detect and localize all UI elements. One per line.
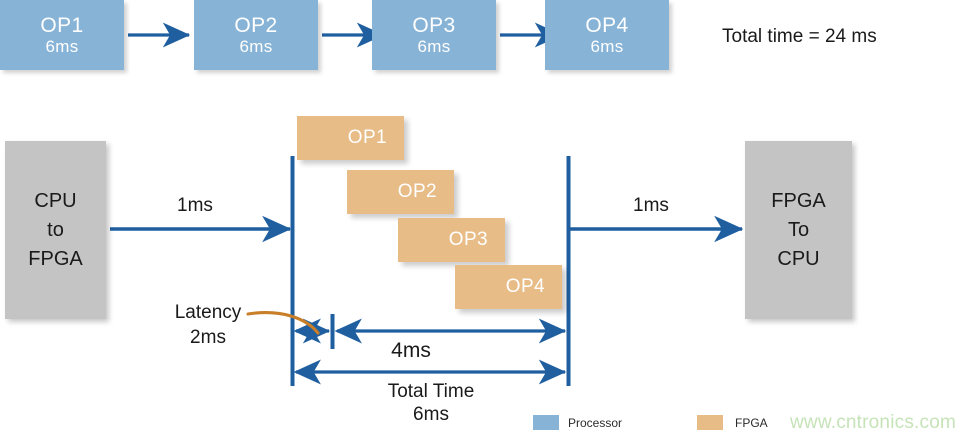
total-time-label-line1: Total Time [387,381,475,402]
pipelined-op-name: OP4 [505,276,545,297]
fpga-to-cpu-line1: FPGA [771,189,826,212]
cpu-to-fpga-box: CPU to FPGA [5,141,106,319]
serial-op-name: OP2 [234,13,278,37]
throughput-label: 4ms [391,339,431,362]
legend-label-fpga: FPGA [735,416,768,430]
legend-label-processor: Processor [568,416,623,430]
pipelined-op-box-1: OP1 [297,116,404,160]
fpga-to-cpu-line2: To [787,218,810,241]
legend-swatch-processor [533,415,559,430]
pipelined-op-name: OP1 [347,127,387,148]
serial-op-name: OP3 [412,13,456,37]
latency-label-line1: Latency [174,302,242,323]
serial-op-box-4: OP4 6ms [545,0,669,70]
serial-op-name: OP4 [585,13,629,37]
serial-op-duration: 6ms [417,37,451,57]
input-transfer-label: 1ms [177,195,213,216]
total-time-label-line2: 6ms [413,404,449,425]
serial-op-duration: 6ms [45,37,79,57]
output-transfer-label: 1ms [633,195,669,216]
serial-op-box-3: OP3 6ms [372,0,496,70]
pipelined-op-box-4: OP4 [455,265,562,309]
watermark: www.cntronics.com [790,412,956,433]
pipelined-op-name: OP3 [448,229,488,250]
fpga-to-cpu-line3: CPU [777,247,820,270]
cpu-to-fpga-line1: CPU [34,189,77,212]
serial-op-duration: 6ms [590,37,624,57]
cpu-to-fpga-line2: to [47,218,64,241]
latency-label-line2: 2ms [190,327,226,348]
fpga-to-cpu-box: FPGA To CPU [745,141,852,319]
pipelined-op-box-3: OP3 [398,218,505,262]
cpu-to-fpga-line3: FPGA [28,247,83,270]
serial-op-box-1: OP1 6ms [0,0,124,70]
serial-op-duration: 6ms [239,37,273,57]
pipelined-op-box-2: OP2 [347,170,454,214]
serial-total-time-label: Total time = 24 ms [722,26,877,47]
serial-op-box-2: OP2 6ms [194,0,318,70]
legend-swatch-fpga [697,415,723,430]
pipelined-op-name: OP2 [397,181,437,202]
serial-op-name: OP1 [40,13,84,37]
